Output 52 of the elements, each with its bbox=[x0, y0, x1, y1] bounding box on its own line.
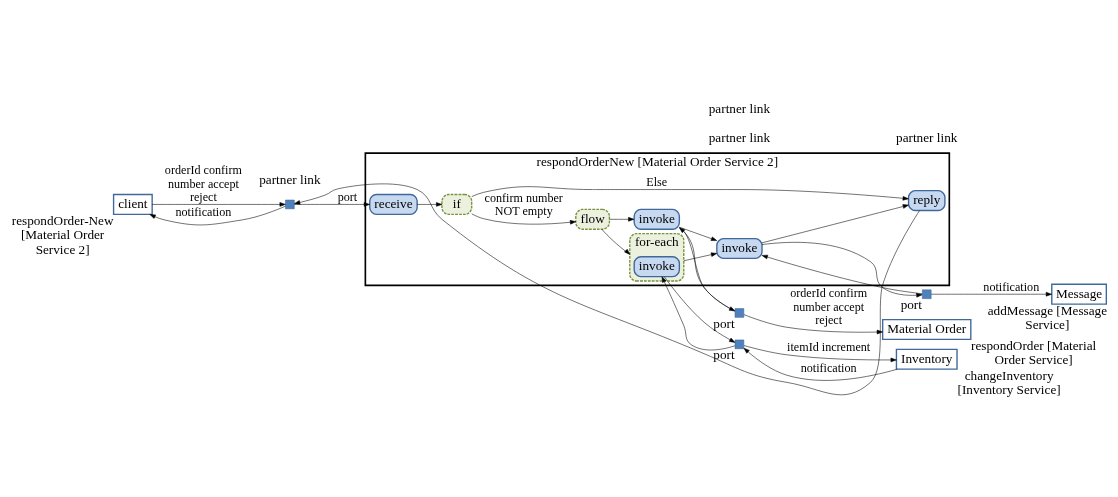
arrow bbox=[761, 204, 909, 244]
label: partner link bbox=[896, 130, 958, 146]
arrow bbox=[761, 254, 923, 295]
arrow bbox=[930, 292, 1052, 297]
label: partner link bbox=[708, 130, 771, 146]
edge-label: notification bbox=[983, 279, 1040, 294]
arrow bbox=[294, 202, 370, 207]
node-box: flow bbox=[575, 208, 611, 230]
edge-label: Else bbox=[646, 175, 668, 190]
node-box bbox=[734, 308, 745, 318]
arrow bbox=[601, 229, 631, 255]
node-label: port bbox=[713, 347, 735, 363]
node-box bbox=[734, 339, 745, 350]
edge-label: notification bbox=[800, 360, 857, 375]
edge-label: orderId confirm number accept reject bbox=[790, 286, 868, 327]
arrow bbox=[761, 242, 923, 298]
node-box bbox=[922, 289, 932, 299]
node-label: changeInventory [Inventory Service] bbox=[957, 367, 1061, 398]
node-label: port bbox=[713, 315, 735, 331]
node-box bbox=[285, 199, 295, 210]
node-box: Material Order bbox=[881, 318, 972, 341]
arrow bbox=[679, 227, 736, 312]
arrow bbox=[471, 186, 909, 201]
node-box: invoke bbox=[633, 208, 681, 230]
edge-label: notification bbox=[175, 205, 232, 220]
node-box: reply bbox=[907, 189, 946, 212]
arrow bbox=[743, 314, 883, 335]
label: partner link bbox=[708, 100, 771, 116]
edge-label: confirm number NOT empty bbox=[484, 191, 563, 219]
arrow bbox=[149, 205, 286, 226]
node-box: receive bbox=[369, 193, 418, 216]
arrow bbox=[743, 345, 897, 363]
node-box: invoke bbox=[716, 237, 763, 260]
arrow bbox=[679, 226, 718, 241]
arrow bbox=[416, 202, 443, 207]
node-box: Message bbox=[1051, 283, 1107, 305]
arrow bbox=[471, 213, 577, 225]
node-label: port bbox=[900, 297, 922, 313]
label: partner link bbox=[259, 171, 321, 187]
node-label: addMessage [Message Service] bbox=[987, 302, 1108, 333]
edge-label: port bbox=[337, 189, 358, 204]
edge-label: itemId increment bbox=[787, 340, 871, 355]
arrow bbox=[609, 217, 635, 222]
node-box: invoke bbox=[633, 256, 681, 278]
arrow bbox=[294, 183, 920, 395]
node-box: Inventory bbox=[895, 348, 958, 370]
arrow bbox=[683, 252, 718, 262]
node-label: respondOrder-New [Material Order Service 2] bbox=[11, 212, 114, 257]
arrow bbox=[151, 202, 286, 207]
node-box: if bbox=[441, 193, 473, 216]
arrow bbox=[743, 347, 898, 381]
node-box: client bbox=[112, 193, 153, 216]
